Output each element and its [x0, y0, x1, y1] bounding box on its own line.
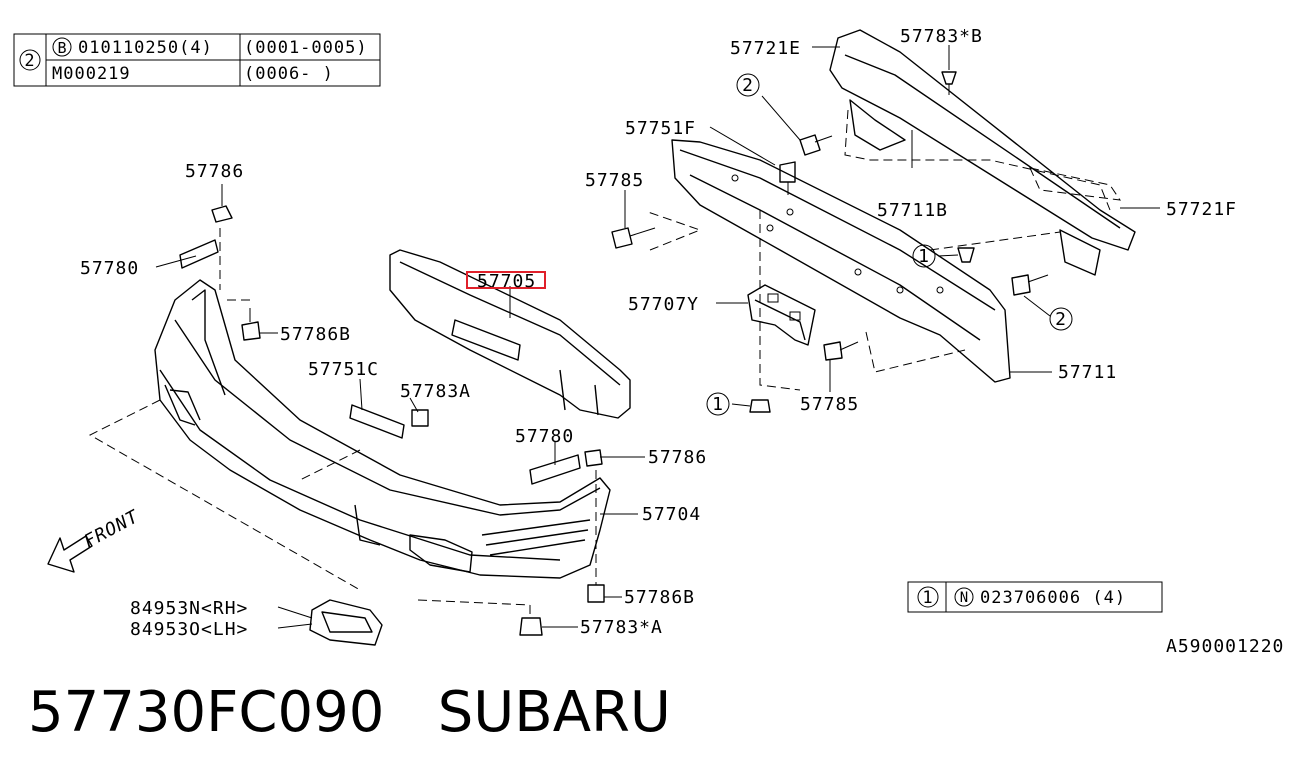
front-label: FRONT	[80, 506, 142, 552]
label-57751C: 57751C	[308, 359, 379, 380]
ref-circle-2b: 2	[1055, 309, 1067, 330]
label-57786-bottom: 57786	[648, 447, 707, 468]
bracket-57751C-icon	[349, 404, 405, 439]
footer-part-number: 57730FC090 SUBARU	[28, 680, 671, 745]
bolt-icon	[1011, 274, 1031, 296]
label-57785-top: 57785	[585, 170, 644, 191]
label-57783starA: 57783*A	[580, 617, 663, 638]
label-84953N: 84953N<RH>	[130, 598, 248, 619]
strip-57780-icon	[179, 239, 219, 269]
bracket-57707Y	[747, 284, 816, 346]
table2-code: 023706006 (4)	[980, 588, 1126, 608]
label-57786B-bottom: 57786B	[624, 587, 695, 608]
bumper-face-57704	[154, 279, 611, 579]
diagram-code: A590001220	[1166, 636, 1284, 657]
strip-57780-icon	[529, 454, 581, 485]
ref-circle-1b: 1	[712, 394, 724, 415]
bolt-icon	[799, 134, 821, 156]
push-clip-icon	[519, 617, 543, 636]
leaders-right	[624, 45, 1160, 407]
nut-icon	[749, 399, 771, 413]
fasteners-right	[611, 71, 1049, 413]
label-57711B: 57711B	[877, 200, 948, 221]
nut-icon	[957, 247, 975, 263]
ref-circle-icon	[912, 244, 936, 268]
label-57783B: 57783*B	[900, 26, 983, 47]
ref-circle-icon	[736, 73, 760, 97]
bolt-icon	[587, 584, 605, 603]
circled-letter-icon	[954, 587, 974, 607]
circle-ref-icon	[19, 49, 41, 71]
label-57721F: 57721F	[1166, 199, 1237, 220]
highlight-box	[466, 271, 546, 289]
ref-circle-icon	[1049, 307, 1073, 331]
absorber-57705	[389, 249, 631, 419]
fog-lamp-cover-84953	[309, 599, 383, 646]
label-57786B-top: 57786B	[280, 324, 351, 345]
row1-mark: B	[57, 39, 66, 57]
row2-code: M000219	[52, 64, 131, 84]
clip-icon	[584, 449, 603, 467]
front-arrow-icon: FRONT	[47, 506, 143, 573]
label-57780-top: 57780	[80, 258, 139, 279]
clip-icon	[779, 161, 796, 183]
assembly-lines-left	[88, 228, 597, 618]
ref-circle-2a: 2	[742, 75, 754, 96]
ref-circles: 2 1 2 1	[706, 73, 1073, 416]
upper-beam-57721	[829, 29, 1136, 276]
leaders-left	[155, 184, 645, 629]
label-57786-top: 57786	[185, 161, 244, 182]
label-57780-bottom: 57780	[515, 426, 574, 447]
bolt-icon	[611, 227, 633, 249]
row1-code: 010110250(4)	[78, 38, 213, 58]
part-labels: 57721E 57783*B 57751F 57785 57711B 57721…	[80, 26, 1237, 640]
circle-ref-icon	[917, 586, 939, 608]
label-57707Y: 57707Y	[628, 294, 699, 315]
clip-icon	[211, 205, 233, 223]
lower-beam-57711	[647, 139, 1061, 391]
table2-circle-ref: 1	[922, 588, 933, 608]
label-57721E: 57721E	[730, 38, 801, 59]
label-57711: 57711	[1058, 362, 1117, 383]
label-57705: 57705	[477, 271, 536, 292]
row2-range: (0006- )	[244, 64, 334, 84]
table-circle-ref: 2	[24, 51, 35, 71]
bolt-icon	[241, 321, 261, 341]
top-reference-table: 2 B 010110250(4) (0001-0005) M000219 (00…	[13, 33, 381, 87]
ref-circle-icon	[706, 392, 730, 416]
table2-mark: N	[960, 590, 968, 606]
label-57783A: 57783A	[400, 381, 471, 402]
label-57704: 57704	[642, 504, 701, 525]
label-57785-bottom: 57785	[800, 394, 859, 415]
ref-circle-1a: 1	[918, 246, 930, 267]
row1-range: (0001-0005)	[244, 38, 368, 58]
fasteners-left	[179, 205, 605, 636]
clip-icon	[411, 409, 429, 427]
label-84953O: 84953O<LH>	[130, 619, 248, 640]
bolt-icon	[823, 341, 843, 361]
bottom-reference-table: 1 N 023706006 (4)	[907, 581, 1163, 613]
circled-letter-icon	[52, 37, 72, 57]
push-clip-icon	[941, 71, 957, 85]
label-57751F: 57751F	[625, 118, 696, 139]
